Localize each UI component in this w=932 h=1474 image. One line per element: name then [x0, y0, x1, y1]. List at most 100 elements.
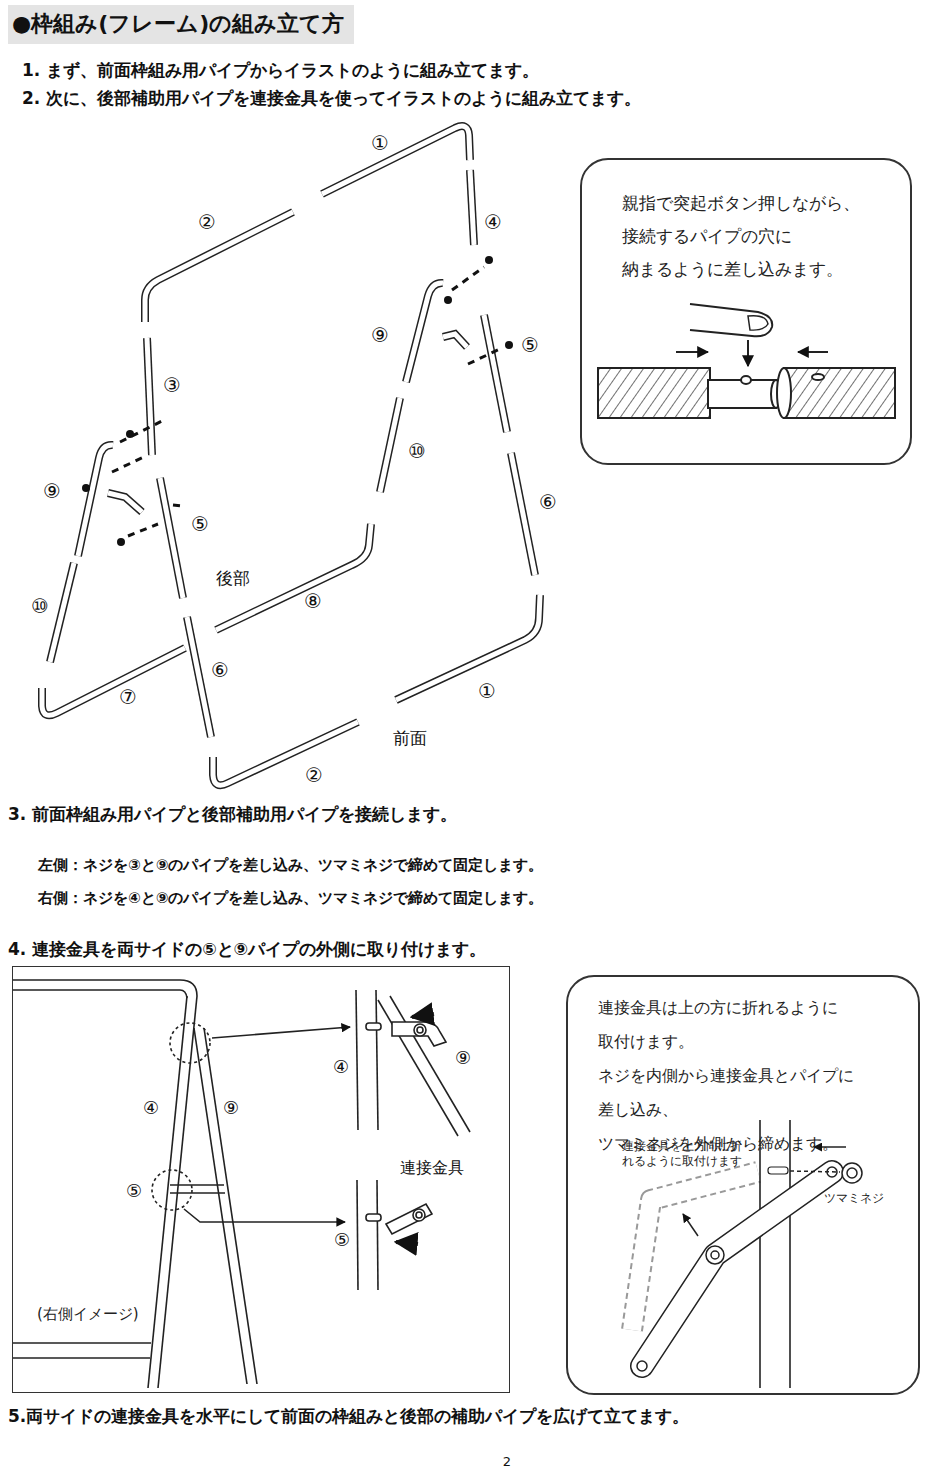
frame-side-view	[12, 1357, 150, 1359]
pipe-joint-illustration	[747, 340, 749, 366]
pipe-joint-illustration	[741, 376, 751, 384]
part-label: 後部	[216, 568, 250, 588]
joint-detail	[356, 990, 358, 1130]
pipe-outline	[380, 398, 400, 492]
joint-detail	[414, 1024, 426, 1036]
pipe-joint-illustration	[748, 316, 768, 330]
frame-side-view	[212, 1027, 350, 1038]
joint-detail	[417, 1027, 423, 1033]
pipe-joint-illustration	[598, 368, 710, 418]
pipe-body	[322, 126, 470, 194]
screw-path	[452, 267, 484, 290]
screw-path	[112, 456, 146, 472]
pipe-joint-illustration	[777, 368, 791, 418]
joint-detail	[366, 1023, 381, 1030]
nut	[82, 484, 90, 492]
screw-path	[128, 524, 158, 536]
callout-number: ⑨	[223, 1097, 239, 1119]
pipe-body	[406, 283, 443, 382]
pipe-body	[147, 338, 152, 455]
joint-detail	[412, 1014, 434, 1017]
frame-side-view	[170, 1192, 225, 1194]
pipe-outline	[187, 617, 211, 737]
pipe-outline	[213, 722, 358, 785]
pipe-body	[396, 595, 540, 700]
node-text: (右側イメージ)	[37, 1304, 139, 1324]
callout-number: ⑨	[371, 323, 389, 347]
frame-side-view	[12, 980, 197, 996]
pipe-body	[511, 453, 535, 575]
callout-number: ③	[163, 373, 181, 397]
bracket-illustration	[847, 1168, 857, 1178]
joint-detail	[356, 990, 470, 1290]
pipe-body	[187, 617, 211, 737]
screw-path	[120, 421, 162, 442]
screw-path	[112, 267, 502, 536]
callout-number: ②	[198, 210, 216, 234]
pipe-outline	[484, 315, 507, 432]
bracket-illustration	[711, 1251, 719, 1259]
frame-side-view	[12, 980, 350, 1388]
callout-number: ④	[333, 1056, 349, 1078]
callout-number: ①	[478, 679, 496, 703]
nut	[444, 296, 452, 304]
step-text: 1. まず、前面枠組み用パイプからイラストのように組み立てます。	[22, 60, 539, 80]
figure-frame: (右側イメージ)	[12, 966, 510, 1393]
step-text: 5.両サイドの連接金具を水平にして前面の枠組みと後部の補助パイプを広げて立てます…	[8, 1406, 689, 1426]
bracket-illustration	[768, 1167, 788, 1174]
bracket-illustration	[642, 1172, 832, 1366]
node-text: ツマミネジ	[824, 1191, 884, 1206]
callout-number: ④	[484, 210, 502, 234]
frame-side-view	[184, 1209, 345, 1222]
frame-side-view	[194, 1028, 247, 1384]
pipe-outline	[108, 493, 142, 512]
pipe-joint-illustration	[798, 351, 828, 353]
nut	[117, 538, 125, 546]
pipe-body	[145, 212, 293, 322]
callout-number: ⑩	[31, 594, 49, 618]
callout-number: ⑤	[191, 512, 209, 536]
callout-number: ①	[371, 131, 389, 155]
joint-detail	[366, 1214, 381, 1221]
joint-detail	[396, 1242, 418, 1244]
screw-path	[173, 505, 183, 506]
frame-side-view	[12, 990, 187, 998]
pipe-outline	[50, 563, 74, 662]
node-text: 連接金具は上の方に折れるように 取付けます。 ネジを内側から連接金具とパイプに …	[598, 991, 912, 1161]
pipe-joint-illustration	[676, 351, 708, 353]
pipe-joint-illustration	[812, 374, 824, 380]
title-band: ●枠組み(フレーム)の組み立て方	[8, 5, 354, 44]
callout-number: ⑤	[334, 1229, 350, 1251]
joint-detail	[377, 1180, 378, 1290]
bracket-illustration	[683, 1214, 698, 1236]
pipe-body	[78, 445, 113, 556]
frame-side-view	[148, 996, 187, 1388]
page-number: 2	[503, 1454, 511, 1470]
pipe-joint-illustration	[784, 368, 895, 418]
bracket-illustration	[789, 1120, 791, 1388]
pipe-body	[484, 315, 507, 432]
pipe-joint-illustration	[690, 304, 772, 336]
callout-box: 親指で突起ボタン押しながら、 接続するパイプの穴に 納まるように差し込みます。	[580, 158, 912, 465]
part-label: 前面	[393, 728, 427, 748]
callout-number: ⑥	[211, 658, 229, 682]
joint-detail	[392, 1022, 446, 1046]
callout-number: ⑤	[126, 1180, 142, 1202]
bracket-illustration	[642, 1172, 832, 1366]
pipe-body	[380, 398, 400, 492]
pipe-outline	[396, 595, 540, 700]
frame-side-view	[170, 1184, 224, 1186]
node-text: 親指で突起ボタン押しながら、 接続するパイプの穴に 納まるように差し込みます。	[622, 187, 874, 286]
callout-number: ⑥	[539, 490, 557, 514]
pipe-outline	[78, 445, 113, 556]
pipe-joint-illustration	[598, 304, 895, 418]
pipe-body	[216, 524, 371, 630]
bracket-illustration	[637, 1361, 647, 1371]
pipe-outline	[216, 524, 371, 630]
frame-side-view	[204, 1028, 257, 1384]
callout-number: ⑤	[521, 333, 539, 357]
bracket-illustration	[706, 1246, 724, 1264]
nut	[505, 341, 513, 349]
bracket-illustration	[842, 1163, 862, 1183]
joint-detail	[413, 1209, 425, 1221]
